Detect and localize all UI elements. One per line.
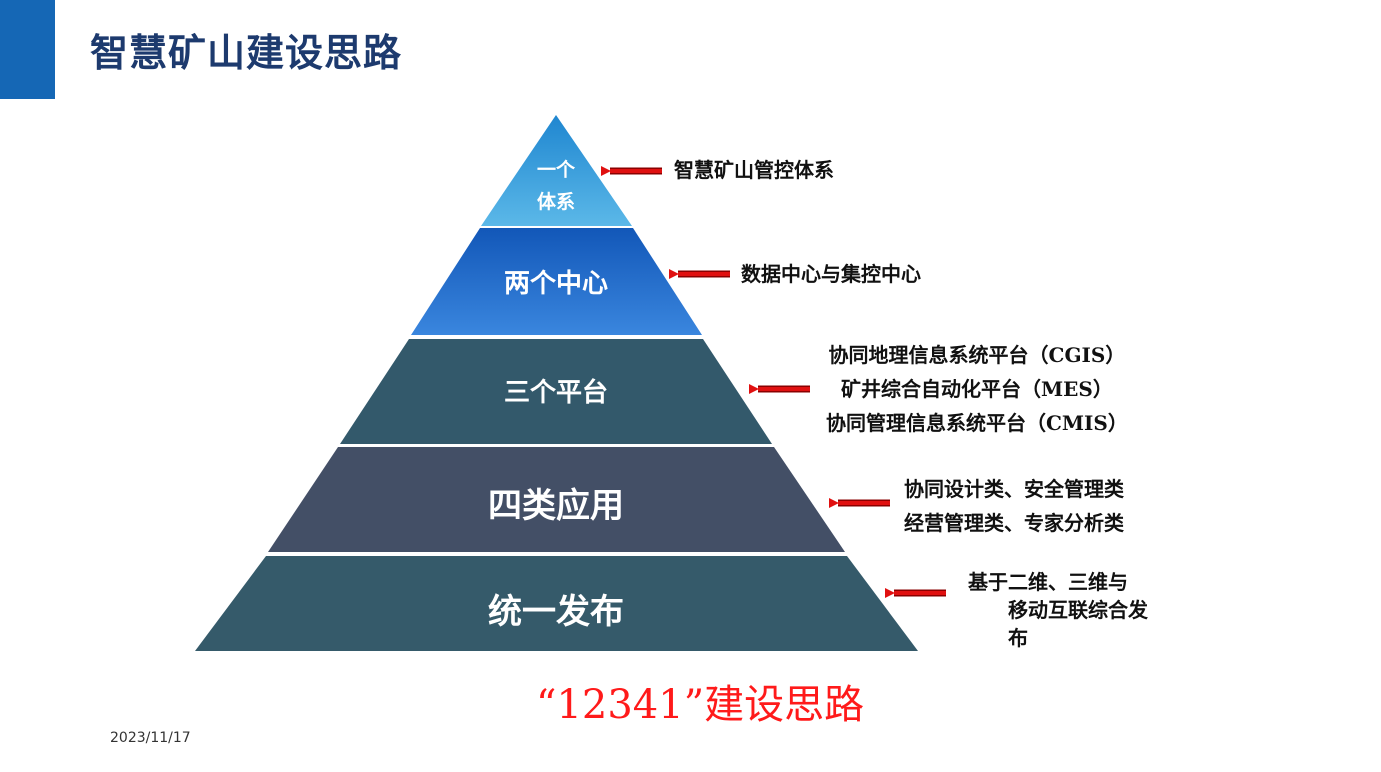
description-line: 协同地理信息系统平台（CGIS） [828, 343, 1126, 367]
description-line: 经营管理类、专家分析类 [904, 511, 1124, 535]
tier-3-label: 三个平台 [503, 378, 608, 408]
description-line: 协同管理信息系统平台（CMIS） [826, 411, 1128, 435]
description-line: 移动互联综合发 [1008, 598, 1148, 622]
pyramid-tier-2 [411, 228, 702, 335]
tier-3-description: 协同地理信息系统平台（CGIS） 矿井综合自动化平台（MES） 协同管理信息系统… [826, 338, 1128, 440]
slide-date: 2023/11/17 [110, 730, 191, 746]
slide-title: 智慧矿山建设思路 [90, 30, 403, 75]
pyramid-tier-4 [268, 447, 845, 552]
tier-5-label: 统一发布 [488, 592, 624, 632]
pyramid-tier-3 [340, 339, 772, 444]
tier-1-label-line-2: 体系 [536, 191, 575, 213]
pyramid-tier-5 [195, 556, 918, 651]
description-line: 协同设计类、安全管理类 [904, 477, 1124, 501]
tier-1-label: 一个 体系 [520, 154, 592, 218]
accent-bar [0, 0, 55, 99]
description-line: 基于二维、三维与 [968, 570, 1128, 594]
tier-5-description: 基于二维、三维与 移动互联综合发 布 [968, 568, 1148, 652]
description-line: 智慧矿山管控体系 [674, 158, 834, 182]
tier-4-description: 协同设计类、安全管理类 经营管理类、专家分析类 [904, 472, 1124, 540]
tier-4-label: 四类应用 [488, 486, 624, 526]
description-line: 布 [1008, 626, 1028, 650]
tier-2-description: 数据中心与集控中心 [741, 257, 921, 291]
tier-1-description: 智慧矿山管控体系 [674, 153, 834, 187]
tier-1-label-line-1: 一个 [536, 159, 575, 181]
description-line: 数据中心与集控中心 [741, 262, 921, 286]
pyramid-tier-1 [481, 115, 632, 226]
description-line: 矿井综合自动化平台（MES） [841, 377, 1113, 401]
diagram-caption: “12341”建设思路 [536, 682, 865, 728]
tier-2-label: 两个中心 [503, 269, 608, 299]
